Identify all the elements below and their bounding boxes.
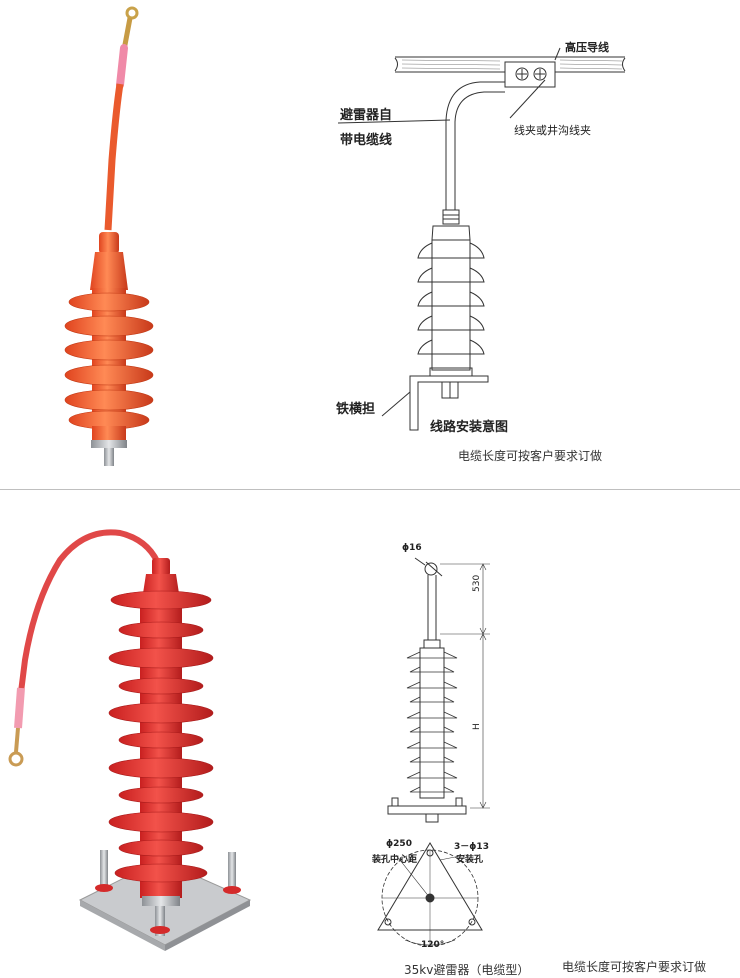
dim-120: 120° [421,940,445,950]
dim-phi16: ϕ16 [402,543,422,553]
label-cable-line2: 带电缆线 [340,133,393,148]
dim-530: 530 [472,574,482,592]
bottom-cable [8,529,163,767]
bottom-note: 电缆长度可按客户要求订做 [562,960,707,974]
label-install-diagram: 线路安装意图 [430,420,509,435]
label-cable-line1: 避雷器自 [340,108,393,123]
top-cable [104,6,139,231]
section-divider [0,489,740,490]
label-high-voltage-wire: 高压导线 [565,41,609,54]
label-mount-hole: 安装孔 [456,855,484,865]
bottom-dimension-drawing [377,557,490,947]
top-arrester-body [64,232,154,466]
label-hole-center: 装孔中心距 [372,855,418,865]
top-note: 电缆长度可按客户要求订做 [458,449,603,463]
bottom-caption: 35kv避雷器（电缆型） [404,963,530,977]
dim-phi250: ϕ250 [386,839,412,849]
label-iron-bracket: 铁横担 [336,402,376,417]
top-install-drawing [337,47,626,431]
label-clamp: 线夹或井沟线夹 [514,124,591,137]
dim-3phi13: 3－ϕ13 [454,842,489,852]
bottom-arrester-body [108,558,214,906]
dim-h: H [472,723,482,730]
